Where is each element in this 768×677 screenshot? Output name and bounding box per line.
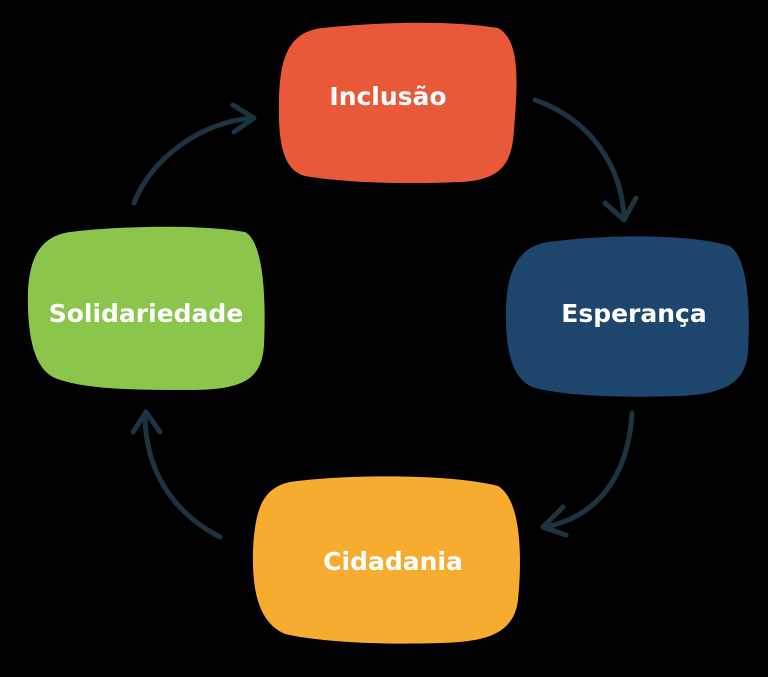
- node-solidariedade-label: Solidariedade: [49, 299, 244, 328]
- node-cidadania: Cidadania: [252, 476, 520, 644]
- node-esperanca-label: Esperança: [561, 299, 707, 328]
- node-solidariedade: Solidariedade: [27, 226, 265, 390]
- node-esperanca: Esperança: [505, 236, 749, 397]
- arrow-cidadania-to-solidariedade: [130, 409, 223, 540]
- node-solidariedade-shape: [27, 226, 265, 390]
- node-cidadania-label: Cidadania: [323, 547, 463, 576]
- node-inclusao: Inclusão: [278, 22, 517, 184]
- arrow-inclusao-to-esperanca: [532, 97, 639, 223]
- node-inclusao-shape: [278, 22, 517, 184]
- arrow-solidariedade-to-inclusao: [131, 102, 257, 206]
- node-esperanca-shape: [505, 236, 749, 397]
- node-cidadania-shape: [252, 476, 520, 644]
- node-inclusao-label: Inclusão: [329, 82, 446, 111]
- arrow-esperanca-to-cidadania: [540, 410, 635, 538]
